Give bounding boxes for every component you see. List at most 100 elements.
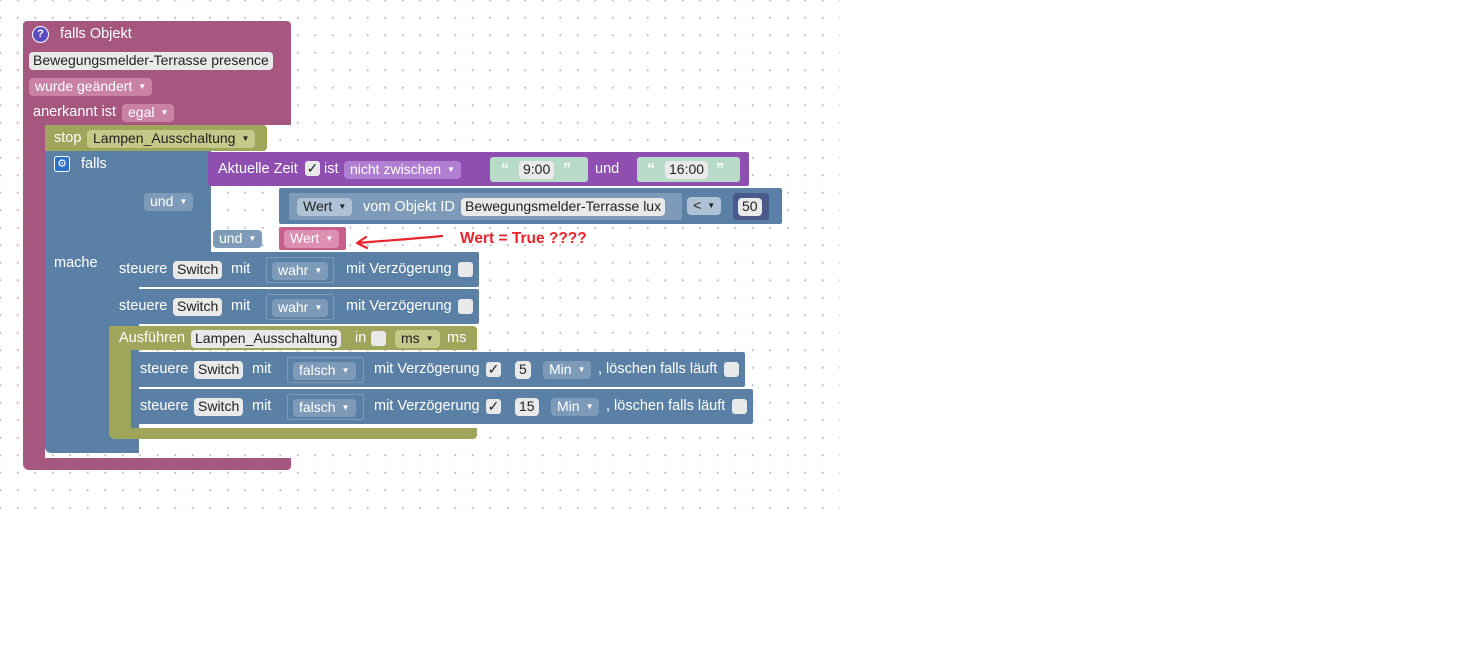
delay-unit-dropdown[interactable]: Min ▼: [543, 361, 592, 379]
quote-close-icon: ”: [563, 161, 571, 178]
steuere-label: steuere: [119, 298, 168, 314]
timeout-block-footer: [109, 428, 477, 439]
wert-value-dropdown[interactable]: Wert ▼: [284, 230, 340, 248]
trigger-condition-dropdown[interactable]: wurde geändert ▼: [29, 78, 153, 96]
delay-checkbox[interactable]: [458, 299, 473, 314]
dropdown-arrow-icon: ▼: [341, 403, 350, 412]
timeout-block-spine: [109, 350, 131, 430]
dropdown-arrow-icon: ▼: [577, 365, 586, 374]
dropdown-arrow-icon: ▼: [248, 234, 257, 243]
ack-dropdown[interactable]: egal ▼: [122, 104, 175, 122]
bool-value-dropdown[interactable]: falsch ▼: [293, 362, 356, 380]
timeout-unit-value: ms: [401, 330, 420, 346]
stop-timer-dropdown[interactable]: Lampen_Ausschaltung ▼: [87, 130, 256, 148]
delay-unit-value: Min: [549, 361, 572, 377]
mit-label: mit: [252, 398, 272, 414]
clear-running-checkbox[interactable]: [724, 362, 739, 377]
aktuelle-zeit-label: Aktuelle Zeit: [218, 161, 298, 177]
timeout-value-slot[interactable]: [371, 331, 386, 346]
lux-value-dropdown[interactable]: Wert ▼: [297, 198, 353, 216]
und-dropdown-1[interactable]: und ▼: [144, 193, 194, 211]
wert-value-label: Wert: [290, 230, 320, 246]
delay-label: mit Verzögerung: [346, 298, 452, 314]
dropdown-arrow-icon: ▼: [425, 334, 434, 343]
steuere-label: steuere: [140, 398, 189, 414]
switch-target-field[interactable]: Switch: [194, 398, 244, 416]
delay-unit-value: Min: [557, 398, 580, 414]
trigger-block-spine: [23, 120, 45, 468]
dropdown-arrow-icon: ▼: [447, 165, 455, 174]
compare-operator-value: <: [693, 197, 702, 213]
trigger-object-field[interactable]: Bewegungsmelder-Terrasse presence: [29, 52, 273, 70]
lux-object-field[interactable]: Bewegungsmelder-Terrasse lux: [461, 198, 666, 216]
lux-threshold-field[interactable]: 50: [738, 198, 762, 216]
stop-label: stop: [54, 130, 82, 146]
time-operator-dropdown[interactable]: nicht zwischen ▼: [344, 161, 461, 179]
settings-gear-icon[interactable]: ⚙: [54, 156, 70, 172]
bool-value-label: falsch: [299, 399, 336, 415]
bool-value-label: falsch: [299, 362, 336, 378]
timeout-name-field[interactable]: Lampen_Ausschaltung: [191, 330, 342, 348]
mache-label: mache: [54, 255, 98, 271]
ausfuehren-label: Ausführen: [119, 330, 186, 346]
falls-label: falls: [81, 156, 107, 172]
delay-value-field[interactable]: 5: [515, 361, 531, 379]
und-label-2: und: [219, 230, 243, 246]
quote-open-icon: “: [647, 161, 655, 178]
bool-value-dropdown[interactable]: wahr ▼: [272, 262, 329, 280]
dropdown-arrow-icon: ▼: [314, 303, 323, 312]
delay-label: mit Verzögerung: [374, 398, 480, 414]
time-operator-value: nicht zwischen: [350, 161, 442, 177]
clear-running-label: , löschen falls läuft: [598, 361, 718, 377]
help-icon[interactable]: ?: [32, 26, 49, 43]
clear-running-label: , löschen falls läuft: [606, 398, 726, 414]
trigger-title: falls Objekt: [60, 26, 132, 42]
switch-target-field[interactable]: Switch: [173, 298, 223, 316]
bool-value-dropdown[interactable]: wahr ▼: [272, 299, 329, 317]
und-label-1: und: [150, 193, 174, 209]
trigger-condition-label: wurde geändert: [35, 78, 133, 94]
dropdown-arrow-icon: ▼: [341, 366, 350, 375]
und-dropdown-2[interactable]: und ▼: [213, 230, 263, 248]
start-time-field[interactable]: 9:00: [519, 161, 555, 179]
ack-value-label: egal: [128, 104, 155, 120]
delay-value-field[interactable]: 15: [515, 398, 539, 416]
bool-value-dropdown[interactable]: falsch ▼: [293, 399, 356, 417]
steuere-label: steuere: [140, 361, 189, 377]
timeout-unit-dropdown[interactable]: ms ▼: [395, 330, 440, 348]
mit-label: mit: [252, 361, 272, 377]
mit-label: mit: [231, 261, 251, 277]
annotation-text: Wert = True ????: [460, 230, 587, 247]
delay-checkbox[interactable]: ✓: [486, 361, 501, 377]
dropdown-arrow-icon: ▼: [138, 82, 147, 91]
annotation-arrow-icon: [355, 234, 444, 250]
in-label: in: [355, 330, 367, 346]
ist-label: ist: [324, 161, 339, 177]
stop-timer-value: Lampen_Ausschaltung: [93, 130, 236, 146]
switch-target-field[interactable]: Switch: [173, 261, 223, 279]
dropdown-arrow-icon: ▼: [585, 402, 594, 411]
delay-label: mit Verzögerung: [346, 261, 452, 277]
delay-checkbox[interactable]: [458, 262, 473, 277]
bool-value-label: wahr: [278, 262, 309, 278]
end-time-field[interactable]: 16:00: [665, 161, 709, 179]
dropdown-arrow-icon: ▼: [314, 266, 323, 275]
lux-value-label: Wert: [303, 198, 333, 214]
dropdown-arrow-icon: ▼: [179, 197, 188, 206]
time-checkbox[interactable]: ✓: [305, 160, 320, 176]
trigger-block-footer: [23, 458, 291, 470]
vom-objekt-label: vom Objekt ID: [363, 199, 455, 215]
clear-running-checkbox[interactable]: [732, 399, 747, 414]
dropdown-arrow-icon: ▼: [160, 108, 169, 117]
dropdown-arrow-icon: ▼: [325, 234, 334, 243]
switch-target-field[interactable]: Switch: [194, 361, 244, 379]
delay-label: mit Verzögerung: [374, 361, 480, 377]
compare-operator-dropdown[interactable]: <▼: [687, 197, 722, 215]
dropdown-arrow-icon: ▼: [707, 201, 716, 210]
bool-value-label: wahr: [278, 299, 309, 315]
between-und-label: und: [595, 161, 620, 177]
delay-unit-dropdown[interactable]: Min ▼: [551, 398, 600, 416]
dropdown-arrow-icon: ▼: [338, 202, 347, 211]
dropdown-arrow-icon: ▼: [241, 134, 250, 143]
delay-checkbox[interactable]: ✓: [486, 398, 501, 414]
